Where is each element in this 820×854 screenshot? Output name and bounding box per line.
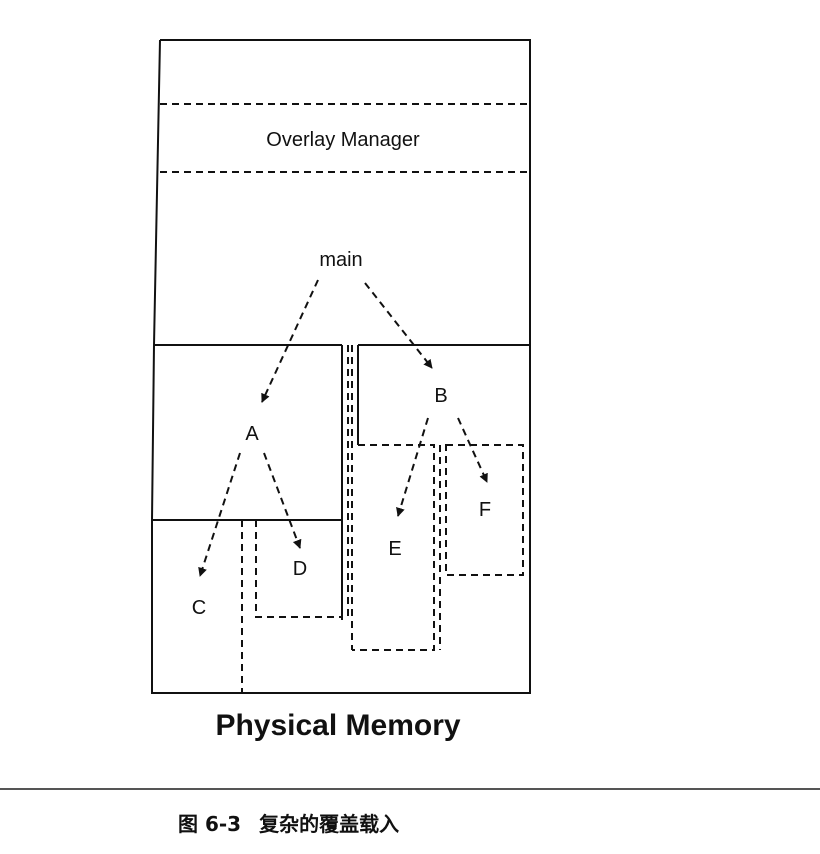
region-f-box (445, 444, 524, 576)
overlay-manager-label: Overlay Manager (266, 129, 420, 151)
caption-divider (0, 788, 820, 790)
module-d-label: D (293, 558, 307, 580)
arrow-main-to-b (364, 282, 433, 369)
figure-caption-text: 复杂的覆盖载入 (259, 812, 400, 836)
arrow-b-to-e (396, 417, 429, 517)
module-a-label: A (245, 423, 259, 445)
arrow-a-to-c (198, 452, 241, 577)
region-e-box (352, 444, 435, 651)
arrow-main-to-a (261, 279, 319, 403)
figure-caption: 图 6-3 复杂的覆盖载入 (178, 808, 399, 837)
region-d-box (255, 520, 342, 618)
module-e-label: E (388, 538, 401, 560)
figure-number: 图 6-3 (178, 812, 242, 836)
module-c-label: C (192, 597, 206, 619)
arrow-b-to-f (457, 417, 488, 483)
module-f-label: F (479, 499, 491, 521)
diagram-title: Physical Memory (215, 709, 460, 742)
arrow-a-to-d (263, 452, 302, 549)
module-main-label: main (319, 249, 362, 271)
overlay-memory-diagram: Overlay Manager main A B C D E F Physica… (151, 39, 531, 742)
module-b-label: B (434, 385, 447, 407)
